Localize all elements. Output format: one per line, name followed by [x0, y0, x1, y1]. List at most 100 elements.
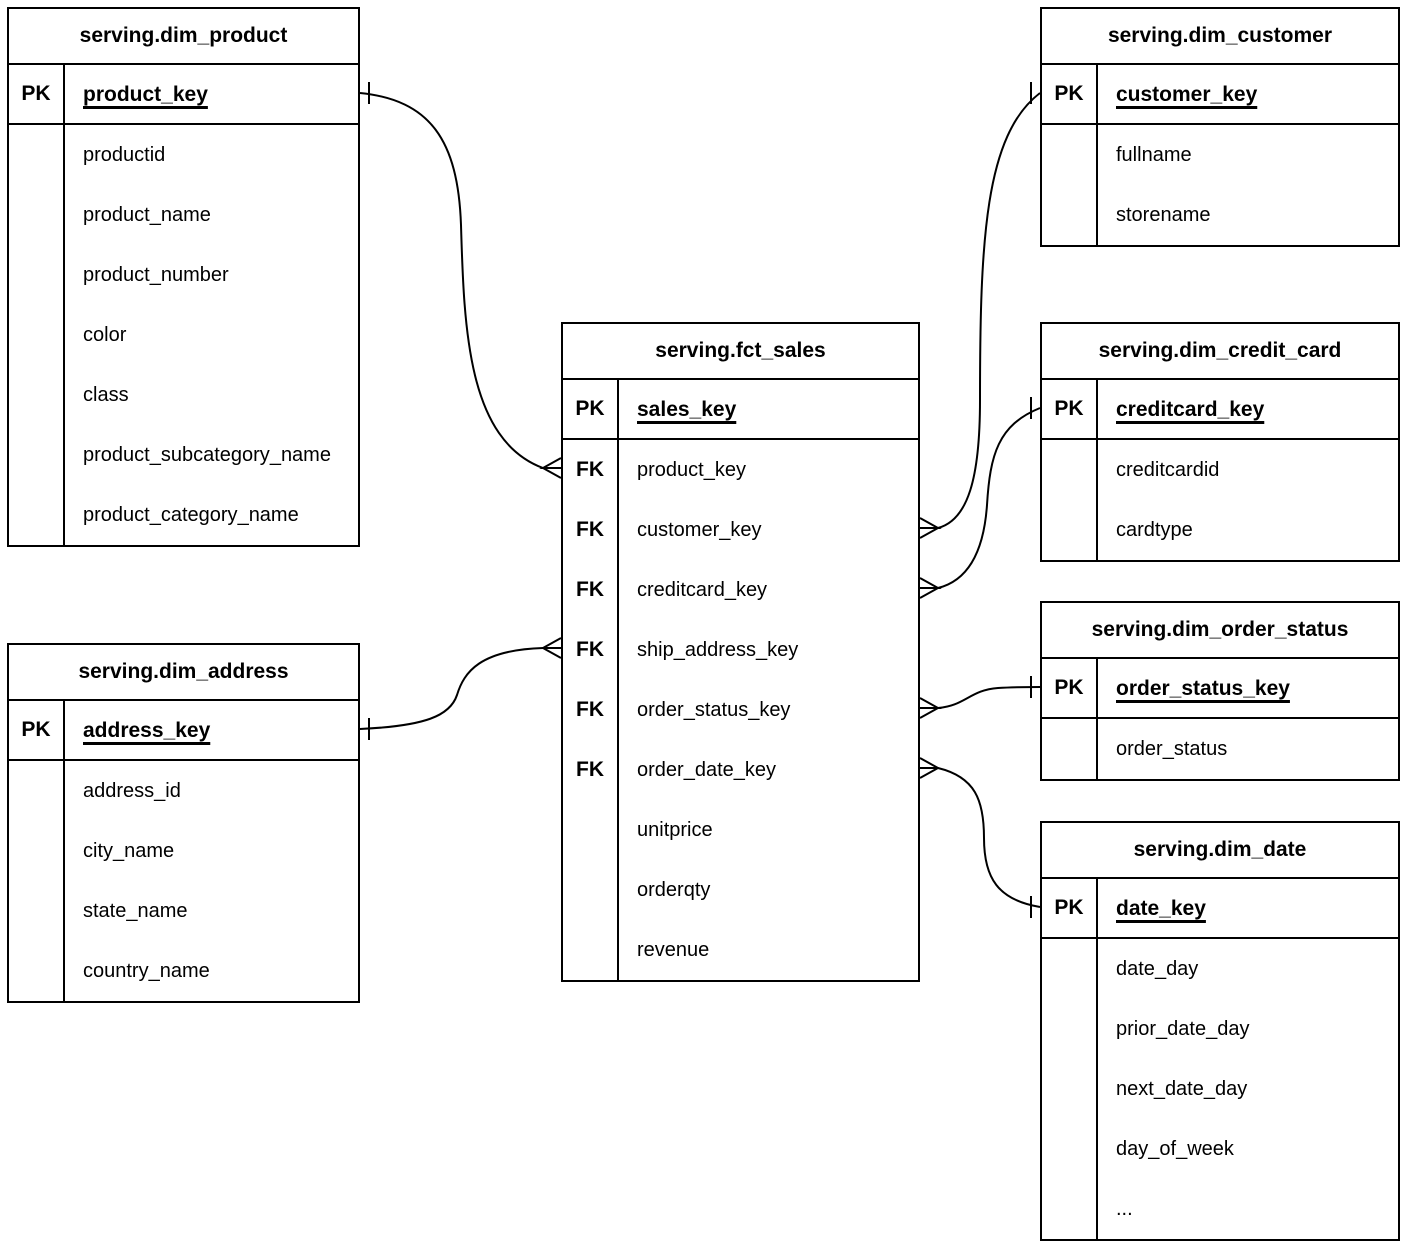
field-name: city_name — [83, 839, 175, 862]
field-name: class — [83, 383, 129, 406]
fk-badge: FK — [563, 500, 619, 560]
field-name: color — [83, 323, 127, 346]
field-name: fullname — [1116, 143, 1192, 166]
field-name: order_date_key — [637, 758, 777, 781]
field-name: unitprice — [637, 818, 713, 841]
table-title: serving.dim_date — [1042, 823, 1398, 879]
table-dim-credit-card[interactable]: serving.dim_credit_card PK creditcard_ke… — [1040, 322, 1400, 562]
field-row: next_date_day — [1042, 1059, 1398, 1119]
field-name: prior_date_day — [1116, 1017, 1250, 1040]
field-name: revenue — [637, 938, 710, 961]
table-dim-product[interactable]: serving.dim_product PK product_key produ… — [7, 7, 360, 547]
table-dim-address[interactable]: serving.dim_address PK address_key addre… — [7, 643, 360, 1003]
rel-dim-date-to-fct-sales[interactable] — [919, 757, 1041, 918]
field-row: FK creditcard_key — [563, 560, 918, 620]
field-name: ship_address_key — [637, 638, 799, 661]
relationship-wire — [937, 686, 1041, 709]
fk-badge — [563, 920, 619, 980]
pk-row: PK address_key — [9, 701, 358, 761]
rel-dim-customer-to-fct-sales[interactable] — [919, 82, 1041, 539]
field-name: address_id — [83, 779, 181, 802]
field-row: order_status — [1042, 719, 1398, 779]
relationship-wire — [937, 92, 1041, 529]
field-name: date_day — [1116, 957, 1199, 980]
field-name: product_number — [83, 263, 229, 286]
field-row: productid — [9, 125, 358, 185]
field-row: prior_date_day — [1042, 999, 1398, 1059]
table-title: serving.fct_sales — [563, 324, 918, 380]
field-name: ... — [1116, 1197, 1133, 1220]
pk-badge: PK — [9, 65, 65, 123]
field-row: storename — [1042, 185, 1398, 245]
field-name: product_name — [83, 203, 211, 226]
table-title: serving.dim_address — [9, 645, 358, 701]
rel-dim-credit-card-to-fct-sales[interactable] — [919, 397, 1041, 599]
field-name: productid — [83, 143, 166, 166]
field-name: order_status — [1116, 737, 1228, 760]
field-row: city_name — [9, 821, 358, 881]
fk-badge — [563, 860, 619, 920]
field-name: day_of_week — [1116, 1137, 1234, 1160]
many-crowfoot-icon — [919, 517, 942, 539]
field-row: product_name — [9, 185, 358, 245]
pk-badge: PK — [1042, 380, 1098, 438]
field-name: product_category_name — [83, 503, 299, 526]
relationship-wire — [359, 92, 544, 469]
rel-dim-product-to-fct-sales[interactable] — [359, 82, 562, 479]
table-dim-order-status[interactable]: serving.dim_order_status PK order_status… — [1040, 601, 1400, 781]
many-crowfoot-icon — [919, 577, 942, 599]
field-name: cardtype — [1116, 518, 1193, 541]
field-row: day_of_week — [1042, 1119, 1398, 1179]
fk-badge: FK — [563, 560, 619, 620]
field-name: creditcardid — [1116, 458, 1220, 481]
pk-field-name: creditcard_key — [1116, 397, 1265, 421]
field-row: FK ship_address_key — [563, 620, 918, 680]
table-dim-customer[interactable]: serving.dim_customer PK customer_key ful… — [1040, 7, 1400, 247]
field-row: cardtype — [1042, 500, 1398, 560]
table-title: serving.dim_order_status — [1042, 603, 1398, 659]
pk-field-name: date_key — [1116, 896, 1206, 920]
field-row: revenue — [563, 920, 918, 980]
field-name: creditcard_key — [637, 578, 768, 601]
rel-dim-order-status-to-fct-sales[interactable] — [919, 676, 1041, 719]
pk-row: PK sales_key — [563, 380, 918, 440]
many-crowfoot-icon — [919, 697, 942, 719]
pk-badge: PK — [1042, 65, 1098, 123]
pk-row: PK date_key — [1042, 879, 1398, 939]
field-row: product_number — [9, 245, 358, 305]
pk-field-name: product_key — [83, 82, 208, 106]
field-name: product_subcategory_name — [83, 443, 331, 466]
field-row: date_day — [1042, 939, 1398, 999]
field-row: product_category_name — [9, 485, 358, 545]
pk-badge: PK — [9, 701, 65, 759]
field-name: next_date_day — [1116, 1077, 1248, 1100]
field-name: country_name — [83, 959, 210, 982]
pk-badge: PK — [1042, 659, 1098, 717]
rel-dim-address-to-fct-sales[interactable] — [359, 637, 562, 740]
pk-row: PK product_key — [9, 65, 358, 125]
relationship-wire — [359, 647, 544, 730]
fk-badge — [563, 800, 619, 860]
pk-row: PK customer_key — [1042, 65, 1398, 125]
relationship-wire — [937, 407, 1041, 589]
pk-field-name: sales_key — [637, 397, 737, 421]
table-dim-date[interactable]: serving.dim_date PK date_key date_day pr… — [1040, 821, 1400, 1241]
field-row: country_name — [9, 941, 358, 1001]
table-title: serving.dim_customer — [1042, 9, 1398, 65]
field-name: state_name — [83, 899, 188, 922]
field-row: ... — [1042, 1179, 1398, 1239]
field-row: address_id — [9, 761, 358, 821]
pk-field-name: address_key — [83, 718, 211, 742]
pk-field-name: order_status_key — [1116, 676, 1290, 700]
pk-badge: PK — [563, 380, 619, 438]
pk-badge: PK — [1042, 879, 1098, 937]
pk-field-name: customer_key — [1116, 82, 1258, 106]
table-title: serving.dim_product — [9, 9, 358, 65]
field-name: order_status_key — [637, 698, 791, 721]
field-row: unitprice — [563, 800, 918, 860]
fk-badge: FK — [563, 620, 619, 680]
